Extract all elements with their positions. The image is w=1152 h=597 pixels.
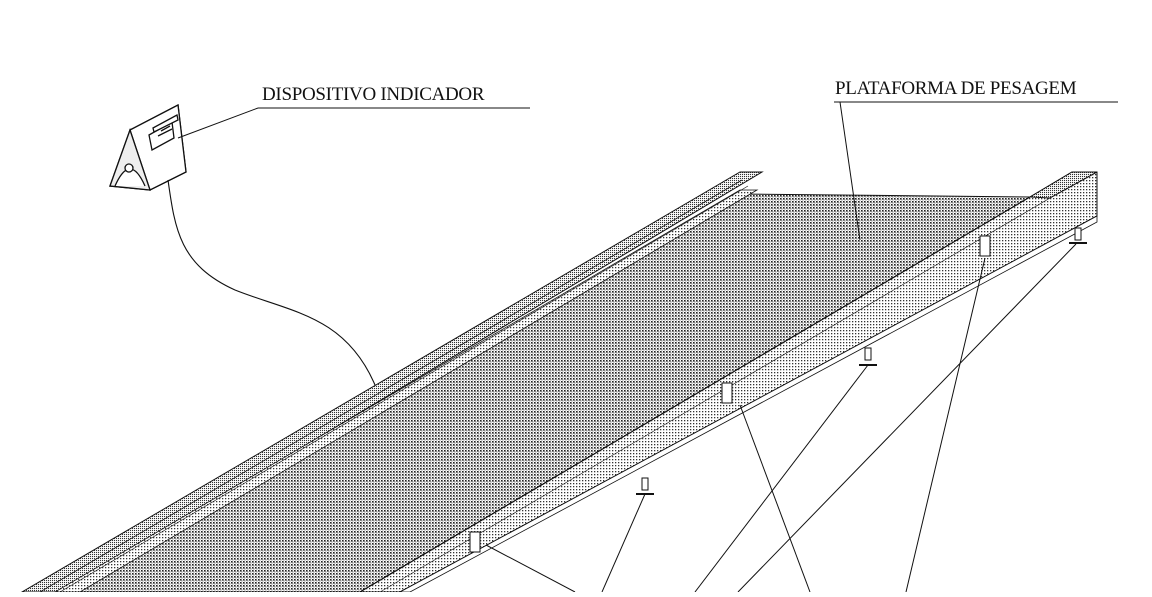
indicator-label-leader (177, 107, 530, 139)
load-cell-icon (469, 235, 991, 553)
indicator-device-label: DISPOSITIVO INDICADOR (262, 84, 485, 105)
indicator-box-icon (109, 103, 187, 191)
weighing-platform-label: PLATAFORMA DE PESAGEM (835, 78, 1077, 99)
platform-deck (58, 193, 1032, 593)
right-beam (358, 171, 1098, 593)
leader-lines (485, 243, 1077, 593)
platform-label-leader (834, 101, 1118, 241)
indicator-cable (167, 179, 376, 386)
